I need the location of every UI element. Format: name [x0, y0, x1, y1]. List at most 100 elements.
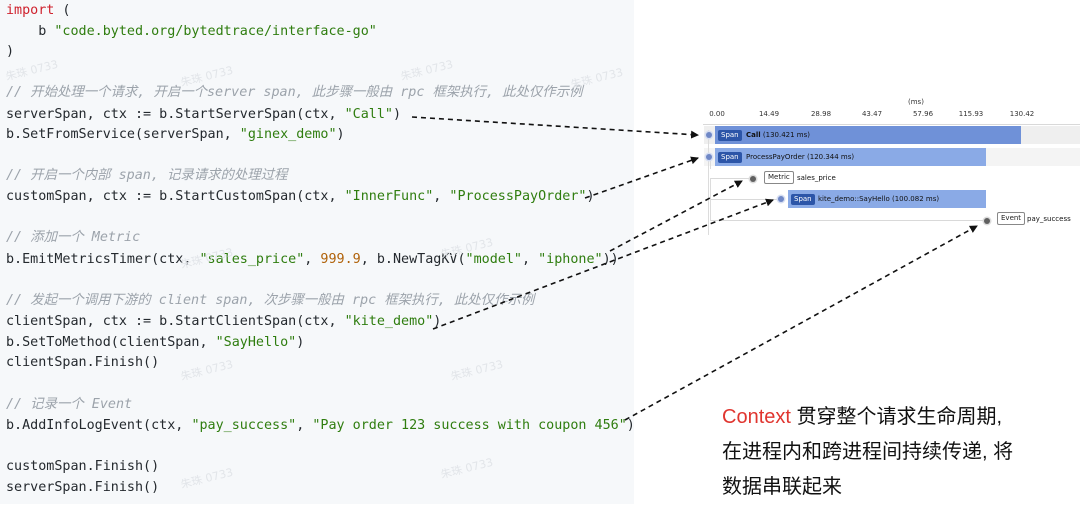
caption-line-1: Context 贯穿整个请求生命周期,: [722, 400, 1072, 435]
metric-node: [750, 176, 756, 182]
code-token: ): [433, 314, 442, 329]
code-token: "kite_demo": [344, 314, 434, 329]
code-token: "model": [465, 252, 522, 267]
arrow-custom-span: [584, 156, 699, 199]
code-line: // 添加一个 Metric: [6, 229, 140, 247]
span-label-say-hello: kite_demo::SayHello (100.082 ms): [818, 195, 940, 203]
span-tag: Span: [791, 194, 815, 205]
code-token: ): [336, 127, 345, 142]
code-token: )): [602, 252, 619, 267]
code-token: clientSpan.Finish(): [6, 355, 160, 370]
code-token: ,: [433, 189, 450, 204]
arrow-event: [624, 225, 978, 421]
event-label: pay_success: [1027, 215, 1071, 223]
code-line: clientSpan.Finish(): [6, 354, 159, 372]
tick-label: 115.93: [958, 110, 984, 118]
code-token: import: [6, 3, 55, 18]
code-line: // 开启一个内部 span, 记录请求的处理过程: [6, 167, 287, 185]
code-token: ,: [296, 418, 313, 433]
caption-accent: Context: [722, 406, 791, 428]
code-line: b.SetFromService(serverSpan, "ginex_demo…: [6, 126, 345, 144]
code-token: b.SetFromService(serverSpan,: [6, 127, 240, 142]
code-token: "iphone": [538, 252, 603, 267]
code-token: ): [626, 418, 635, 433]
tree-line-3: [710, 178, 711, 220]
code-line: // 开始处理一个请求, 开启一个server span, 此步骤一般由 rpc…: [6, 84, 582, 102]
code-token: 999.9: [320, 252, 361, 267]
code-token: "Pay order 123 success with coupon 456": [312, 418, 627, 433]
code-token: // 开启一个内部 span, 记录请求的处理过程: [6, 168, 288, 183]
code-token: ,: [304, 252, 321, 267]
code-token: "SayHello": [215, 335, 297, 350]
code-token: // 发起一个调用下游的 client span, 次步骤一般由 rpc 框架执…: [6, 293, 535, 308]
code-token: customSpan, ctx := b.StartCustomSpan(ctx…: [6, 189, 345, 204]
code-token: ,: [521, 252, 539, 267]
code-panel: import ( b "code.byted.org/bytedtrace/in…: [4, 2, 635, 497]
metric-tag: Metric: [764, 171, 794, 184]
axis-line: [703, 124, 1080, 125]
code-line: b.AddInfoLogEvent(ctx, "pay_success", "P…: [6, 417, 635, 435]
code-line: b.SetToMethod(clientSpan, "SayHello"): [6, 334, 304, 352]
code-token: "pay_success": [191, 418, 297, 433]
metric-label: sales_price: [797, 174, 836, 182]
code-token: b: [6, 24, 55, 39]
code-line: b "code.byted.org/bytedtrace/interface-g…: [6, 23, 377, 41]
code-token: ): [586, 189, 595, 204]
code-token: b.AddInfoLogEvent(ctx,: [6, 418, 192, 433]
code-line: clientSpan, ctx := b.StartClientSpan(ctx…: [6, 313, 441, 331]
code-token: clientSpan, ctx := b.StartClientSpan(ctx…: [6, 314, 345, 329]
span-node-process-pay-order: [706, 154, 712, 160]
arrow-server-span: [411, 116, 699, 139]
tick-label: 43.47: [861, 110, 883, 118]
code-token: b.EmitMetricsTimer(ctx,: [6, 252, 200, 267]
code-token: ): [6, 44, 15, 59]
code-line: // 记录一个 Event: [6, 396, 132, 414]
tick-label: 130.42: [1009, 110, 1035, 118]
span-label-call: Call (130.421 ms): [746, 131, 811, 139]
code-token: // 记录一个 Event: [6, 397, 133, 412]
event-tag: Event: [997, 212, 1026, 225]
code-token: serverSpan, ctx := b.StartServerSpan(ctx…: [6, 107, 345, 122]
span-bar-call[interactable]: [715, 126, 1021, 144]
code-line: customSpan, ctx := b.StartCustomSpan(ctx…: [6, 188, 595, 206]
code-token: b.SetToMethod(clientSpan,: [6, 335, 216, 350]
tick-label: 28.98: [810, 110, 832, 118]
tree-line-2: [710, 155, 711, 169]
code-token: customSpan.Finish(): [6, 459, 160, 474]
code-token: serverSpan.Finish(): [6, 480, 160, 495]
code-token: // 添加一个 Metric: [6, 230, 141, 245]
context-caption: Context 贯穿整个请求生命周期, 在进程内和跨进程间持续传递, 将 数据串…: [722, 400, 1072, 505]
code-token: // 开始处理一个请求, 开启一个server span, 此步骤一般由 rpc…: [6, 85, 583, 100]
tree-connector-client: [710, 199, 780, 200]
code-line: // 发起一个调用下游的 client span, 次步骤一般由 rpc 框架执…: [6, 292, 534, 310]
tree-connector-metric: [710, 178, 752, 179]
code-token: (: [54, 3, 71, 18]
code-token: , b.NewTagKV(: [360, 252, 466, 267]
span-bar-process-pay-order[interactable]: [715, 148, 986, 166]
code-token: "sales_price": [199, 252, 305, 267]
code-token: "ginex_demo": [239, 127, 337, 142]
span-node-say-hello: [778, 196, 784, 202]
code-token: "InnerFunc": [344, 189, 434, 204]
unit-label: (ms): [908, 98, 924, 106]
code-line: serverSpan, ctx := b.StartServerSpan(ctx…: [6, 106, 401, 124]
arrow-client-span: [432, 198, 774, 330]
span-label-process-pay-order: ProcessPayOrder (120.344 ms): [746, 153, 855, 161]
code-token: "Call": [344, 107, 393, 122]
event-node: [984, 218, 990, 224]
tree-connector-event: [710, 220, 986, 221]
caption-line-1-text: 贯穿整个请求生命周期,: [790, 406, 1003, 428]
tick-label: 14.49: [758, 110, 780, 118]
span-bar-say-hello[interactable]: [788, 190, 986, 208]
span-tag: Span: [718, 152, 742, 163]
span-tag: Span: [718, 130, 742, 141]
code-line: ): [6, 43, 14, 61]
code-token: "code.byted.org/bytedtrace/interface-go": [54, 24, 377, 39]
code-line: import (: [6, 2, 71, 20]
code-token: "ProcessPayOrder": [449, 189, 587, 204]
code-line: customSpan.Finish(): [6, 458, 159, 476]
code-token: ): [296, 335, 305, 350]
trace-timeline: (ms) 0.00 14.49 28.98 43.47 57.96 115.93…: [700, 95, 1080, 235]
code-line: serverSpan.Finish(): [6, 479, 159, 497]
